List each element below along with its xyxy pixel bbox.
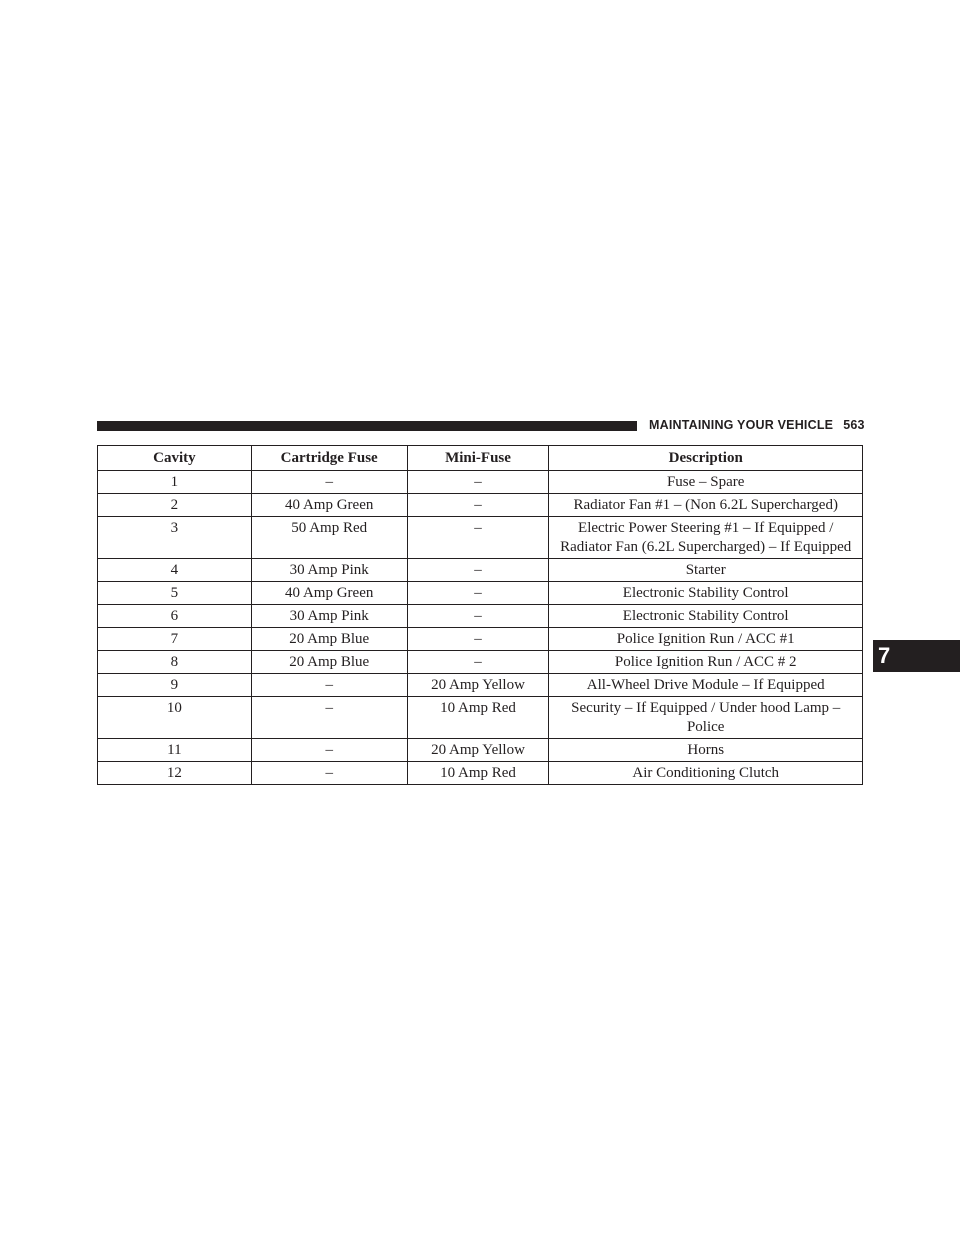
- cell-mini-fuse: 20 Amp Yellow: [406, 673, 550, 697]
- cell-mini-fuse: 20 Amp Yellow: [406, 738, 550, 762]
- cell-cartridge-fuse: –: [250, 696, 408, 739]
- cell-cavity: 10: [97, 696, 252, 739]
- table-header-row: Cavity Cartridge Fuse Mini-Fuse Descript…: [97, 445, 863, 471]
- cell-mini-fuse: –: [406, 493, 550, 517]
- cell-mini-fuse: –: [406, 470, 550, 494]
- cell-mini-fuse: –: [406, 558, 550, 582]
- column-header-description: Description: [548, 445, 863, 471]
- cell-description: Security – If Equipped / Under hood Lamp…: [548, 696, 863, 739]
- section-title: MAINTAINING YOUR VEHICLE: [649, 418, 834, 432]
- cell-cavity: 3: [97, 516, 252, 559]
- cell-cartridge-fuse: –: [250, 761, 408, 785]
- cell-cavity: 2: [97, 493, 252, 517]
- cell-cartridge-fuse: –: [250, 738, 408, 762]
- cell-description: Electronic Stability Control: [548, 581, 863, 605]
- cell-description: Air Conditioning Clutch: [548, 761, 863, 785]
- page-number: 563: [843, 418, 865, 432]
- fuse-table: Cavity Cartridge Fuse Mini-Fuse Descript…: [97, 445, 863, 785]
- chapter-number: 7: [878, 643, 891, 668]
- cell-cavity: 8: [97, 650, 252, 674]
- cell-mini-fuse: 10 Amp Red: [406, 696, 550, 739]
- cell-cartridge-fuse: –: [250, 673, 408, 697]
- cell-mini-fuse: –: [406, 581, 550, 605]
- cell-mini-fuse: –: [406, 516, 550, 559]
- cell-description: Horns: [548, 738, 863, 762]
- column-header-mini-fuse: Mini-Fuse: [406, 445, 550, 471]
- cell-cartridge-fuse: 20 Amp Blue: [250, 650, 408, 674]
- column-header-cavity: Cavity: [97, 445, 252, 471]
- cell-description: Electric Power Steering #1 – If Equipped…: [548, 516, 863, 559]
- cell-cartridge-fuse: 30 Amp Pink: [250, 558, 408, 582]
- cell-cartridge-fuse: 30 Amp Pink: [250, 604, 408, 628]
- header-rule: [97, 421, 637, 431]
- cell-cartridge-fuse: 40 Amp Green: [250, 581, 408, 605]
- cell-cavity: 1: [97, 470, 252, 494]
- cell-description: All-Wheel Drive Module – If Equipped: [548, 673, 863, 697]
- cell-mini-fuse: –: [406, 627, 550, 651]
- cell-cavity: 6: [97, 604, 252, 628]
- cell-cavity: 12: [97, 761, 252, 785]
- cell-description: Police Ignition Run / ACC # 2: [548, 650, 863, 674]
- cell-mini-fuse: 10 Amp Red: [406, 761, 550, 785]
- cell-description: Electronic Stability Control: [548, 604, 863, 628]
- cell-description: Starter: [548, 558, 863, 582]
- column-header-cartridge-fuse: Cartridge Fuse: [250, 445, 408, 471]
- cell-description: Fuse – Spare: [548, 470, 863, 494]
- cell-cavity: 4: [97, 558, 252, 582]
- cell-cavity: 5: [97, 581, 252, 605]
- cell-cartridge-fuse: 40 Amp Green: [250, 493, 408, 517]
- cell-cavity: 7: [97, 627, 252, 651]
- cell-cartridge-fuse: 20 Amp Blue: [250, 627, 408, 651]
- cell-description: Police Ignition Run / ACC #1: [548, 627, 863, 651]
- table-row: 1––Fuse – Spare: [97, 470, 863, 494]
- cell-description: Radiator Fan #1 – (Non 6.2L Supercharged…: [548, 493, 863, 517]
- cell-mini-fuse: –: [406, 650, 550, 674]
- cell-cartridge-fuse: 50 Amp Red: [250, 516, 408, 559]
- cell-cartridge-fuse: –: [250, 470, 408, 494]
- cell-cavity: 11: [97, 738, 252, 762]
- cell-mini-fuse: –: [406, 604, 550, 628]
- running-header: MAINTAINING YOUR VEHICLE 563: [649, 418, 865, 432]
- cell-cavity: 9: [97, 673, 252, 697]
- chapter-tab: 7: [873, 640, 960, 672]
